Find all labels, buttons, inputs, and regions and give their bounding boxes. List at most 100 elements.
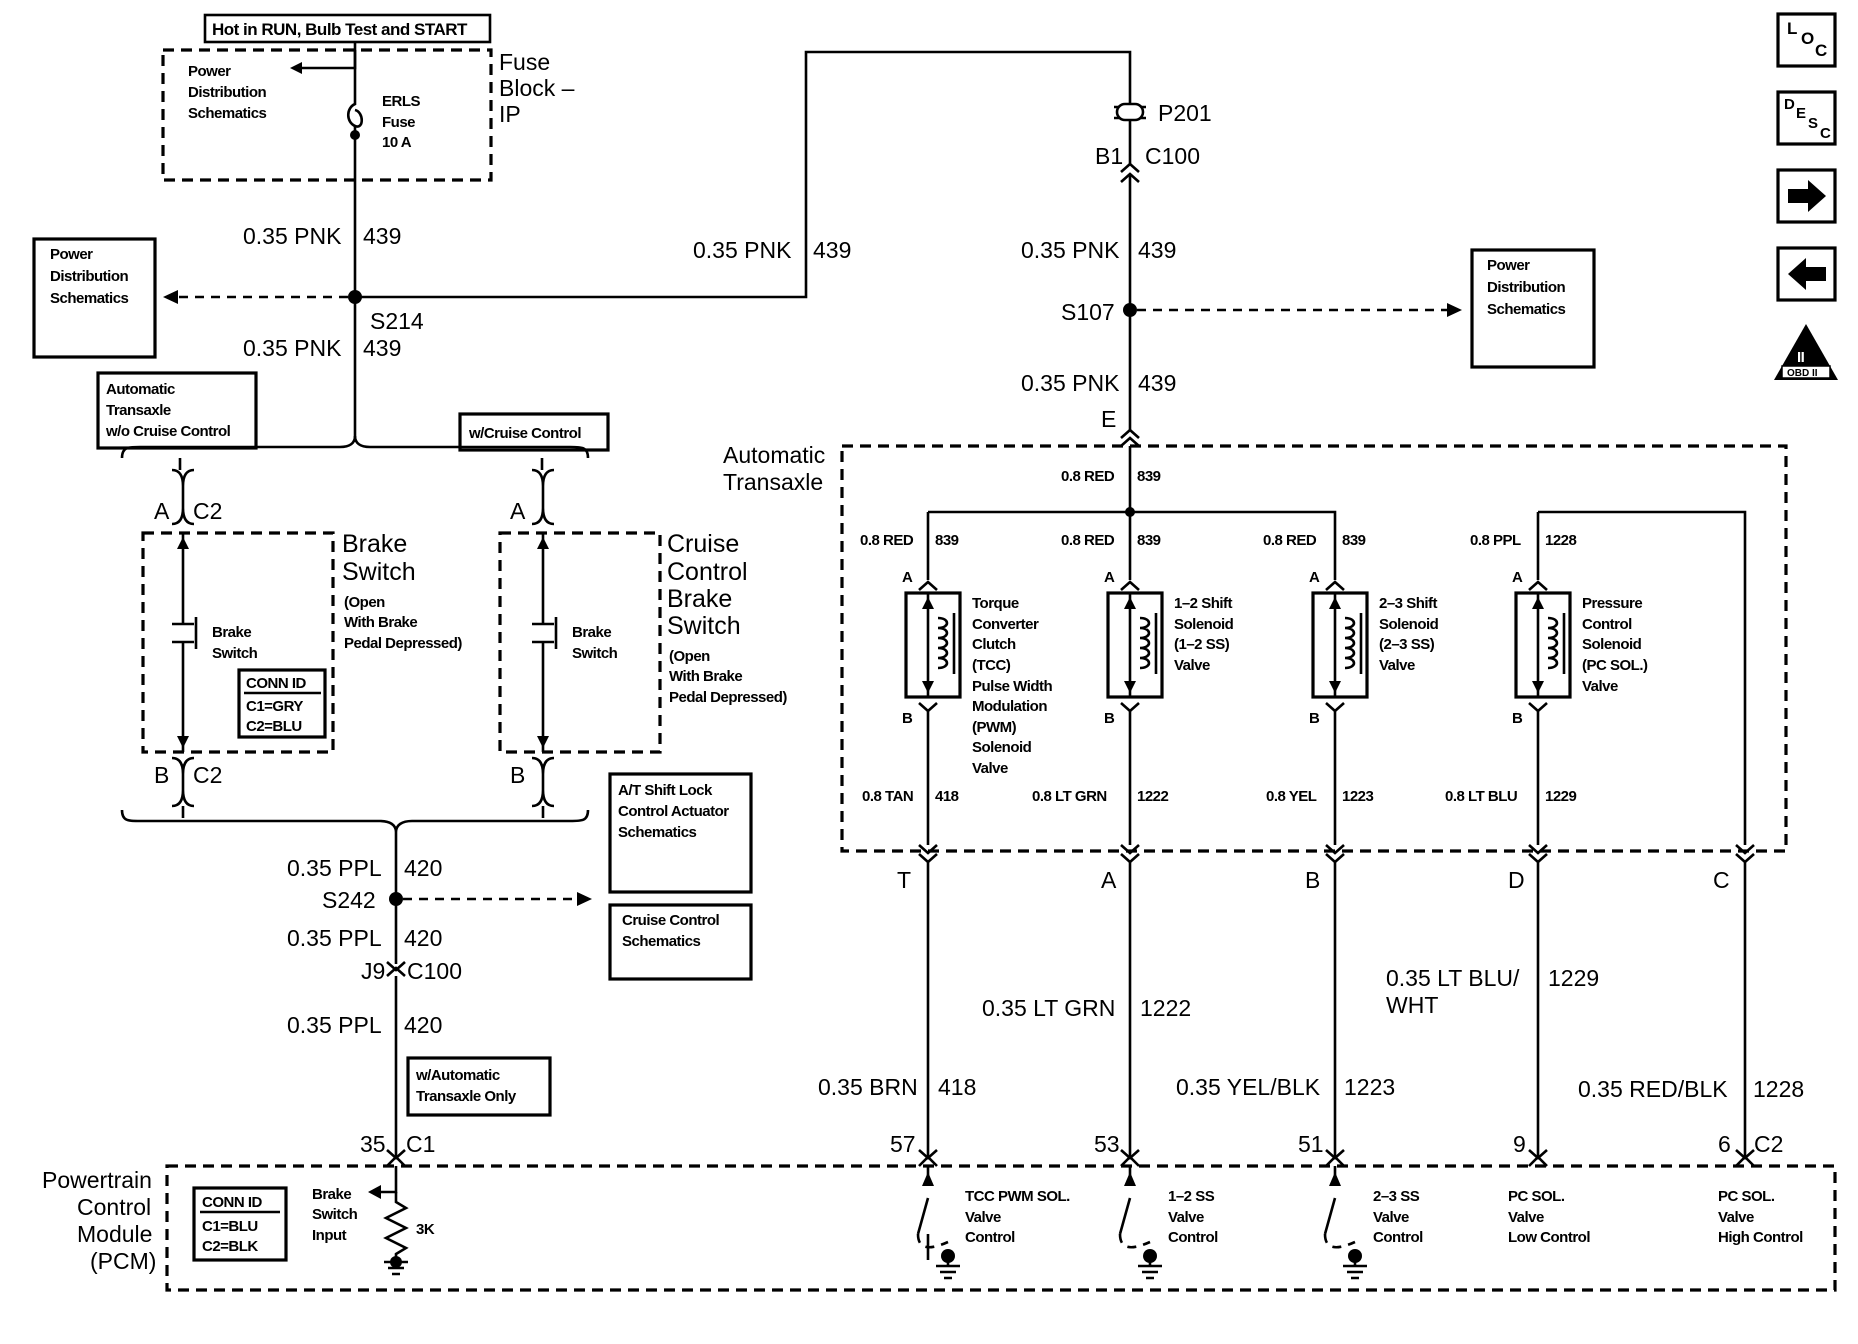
wire-label-p3: 0.35 PPL 420 — [287, 1012, 442, 1038]
svg-text:Pulse Width: Pulse Width — [972, 678, 1053, 695]
solenoid-tcc: 0.8 RED 839 A B Torque Converter Clutch … — [860, 532, 1053, 805]
svg-text:C100: C100 — [407, 958, 462, 984]
svg-text:839: 839 — [1137, 468, 1161, 485]
svg-text:0.8 RED: 0.8 RED — [1061, 468, 1115, 485]
obd-ii-icon[interactable]: II OBD II — [1774, 324, 1838, 380]
svg-text:Power: Power — [188, 63, 231, 80]
option-box-auto-only: w/Automatic Transaxle Only — [406, 1056, 552, 1117]
svg-text:w/Automatic: w/Automatic — [415, 1067, 500, 1084]
svg-text:(Open: (Open — [669, 648, 710, 665]
svg-text:Power: Power — [1487, 257, 1530, 274]
wire-label-w1: 0.35 PNK 439 — [243, 223, 401, 249]
svg-text:B: B — [902, 710, 913, 727]
svg-text:B: B — [1104, 710, 1115, 727]
svg-text:Transaxle: Transaxle — [723, 469, 823, 495]
svg-text:Control: Control — [1373, 1229, 1423, 1246]
fuse-pd-branch — [300, 50, 357, 70]
svg-text:9: 9 — [1513, 1131, 1526, 1157]
svg-text:(PCM): (PCM) — [90, 1248, 156, 1274]
svg-text:TCC PWM SOL.: TCC PWM SOL. — [965, 1188, 1070, 1205]
svg-text:Input: Input — [312, 1227, 347, 1244]
svg-text:Pedal Depressed): Pedal Depressed) — [669, 689, 787, 706]
svg-text:(PWM): (PWM) — [972, 719, 1017, 736]
coil-icon — [937, 613, 956, 674]
pcm-output-pc-low: PC SOL. Valve Low Control — [1508, 1188, 1591, 1246]
svg-text:Schematics: Schematics — [188, 105, 267, 122]
splice-s107: S107 — [1061, 299, 1115, 325]
svg-text:Switch: Switch — [342, 558, 416, 586]
arrow-down-icon — [177, 736, 189, 748]
svg-text:Distribution: Distribution — [1487, 279, 1565, 296]
wire-label-ss23: 0.35 YEL/BLK 1223 — [1176, 1074, 1395, 1100]
desc-button[interactable]: D E S C — [1776, 90, 1837, 146]
svg-text:0.35 PPL: 0.35 PPL — [287, 925, 382, 951]
pcm-connector-c2: 57 53 51 9 6 C2 — [890, 1131, 1783, 1167]
option-brace-bottom — [120, 809, 590, 833]
svg-text:S: S — [1808, 115, 1818, 132]
svg-text:439: 439 — [813, 237, 851, 263]
prev-button[interactable] — [1776, 246, 1837, 302]
wire-label-p2: 0.35 PPL 420 — [287, 925, 442, 951]
svg-text:w/o Cruise Control: w/o Cruise Control — [105, 423, 231, 440]
svg-text:0.35 PPL: 0.35 PPL — [287, 855, 382, 881]
svg-text:Solenoid: Solenoid — [1379, 616, 1439, 633]
svg-text:P201: P201 — [1158, 100, 1212, 126]
svg-text:Distribution: Distribution — [188, 84, 266, 101]
svg-text:439: 439 — [1138, 237, 1176, 263]
loc-button[interactable]: L O C — [1776, 12, 1837, 68]
svg-text:0.35 LT BLU/: 0.35 LT BLU/ — [1386, 965, 1520, 991]
pd-box-left: Power Distribution Schematics — [32, 237, 157, 359]
svg-text:Block –: Block – — [499, 75, 575, 101]
svg-text:Control: Control — [965, 1229, 1015, 1246]
option-box-cruise-schematics: Cruise Control Schematics — [608, 903, 753, 981]
svg-text:839: 839 — [1342, 532, 1366, 549]
splice-s242: S242 — [322, 887, 376, 913]
svg-text:0.8 TAN: 0.8 TAN — [862, 788, 913, 805]
svg-text:418: 418 — [935, 788, 959, 805]
svg-text:High Control: High Control — [1718, 1229, 1803, 1246]
svg-text:B: B — [154, 762, 169, 788]
svg-text:(Open: (Open — [344, 594, 385, 611]
svg-text:Control: Control — [1582, 616, 1632, 633]
svg-text:B: B — [1309, 710, 1320, 727]
coil-icon — [1547, 613, 1566, 674]
svg-text:0.8 PPL: 0.8 PPL — [1470, 532, 1521, 549]
wire-label-p1: 0.35 PPL 420 — [287, 855, 442, 881]
option-box-shift-lock: A/T Shift Lock Control Actuator Schemati… — [608, 772, 753, 894]
solenoid-pc: 0.8 PPL 1228 A B Pressure Control Soleno… — [1445, 532, 1649, 805]
wire-label-w5: 0.35 PNK 439 — [1021, 370, 1176, 396]
svg-text:Low Control: Low Control — [1508, 1229, 1590, 1246]
svg-text:PC SOL.: PC SOL. — [1718, 1188, 1775, 1205]
svg-text:Schematics: Schematics — [1487, 301, 1566, 318]
arrow-left-icon — [163, 290, 178, 304]
wire-439-cross — [355, 50, 1132, 299]
connector-c100-bottom: J9 C100 — [361, 958, 462, 984]
svg-text:1229: 1229 — [1548, 965, 1599, 991]
arrow-down-icon — [537, 736, 549, 748]
next-button[interactable] — [1776, 168, 1837, 224]
svg-text:D: D — [1784, 96, 1795, 113]
svg-text:C1=BLU: C1=BLU — [202, 1218, 258, 1235]
svg-text:C: C — [1815, 41, 1827, 60]
svg-text:C2: C2 — [193, 498, 222, 524]
svg-text:3K: 3K — [416, 1221, 435, 1238]
svg-text:53: 53 — [1094, 1131, 1120, 1157]
svg-text:C100: C100 — [1145, 143, 1200, 169]
svg-text:(PC SOL.): (PC SOL.) — [1582, 657, 1648, 674]
svg-text:Fuse: Fuse — [382, 114, 415, 131]
connector-c1: 35 C1 — [360, 1131, 435, 1167]
pcm-output-1-2: 1–2 SS Valve Control — [1118, 1166, 1219, 1280]
ground-icon — [936, 1256, 960, 1280]
svg-text:B: B — [510, 762, 525, 788]
svg-text:0.35 BRN: 0.35 BRN — [818, 1074, 918, 1100]
connector-cruise-bottom: B — [510, 756, 555, 808]
svg-text:Pressure: Pressure — [1582, 595, 1642, 612]
svg-text:51: 51 — [1298, 1131, 1324, 1157]
coil-icon — [1344, 613, 1363, 674]
svg-text:Torque: Torque — [972, 595, 1019, 612]
arrow-left-icon — [290, 62, 302, 74]
svg-text:Cruise Control: Cruise Control — [622, 912, 720, 929]
svg-text:O: O — [1801, 29, 1814, 48]
svg-text:Switch: Switch — [212, 645, 258, 662]
